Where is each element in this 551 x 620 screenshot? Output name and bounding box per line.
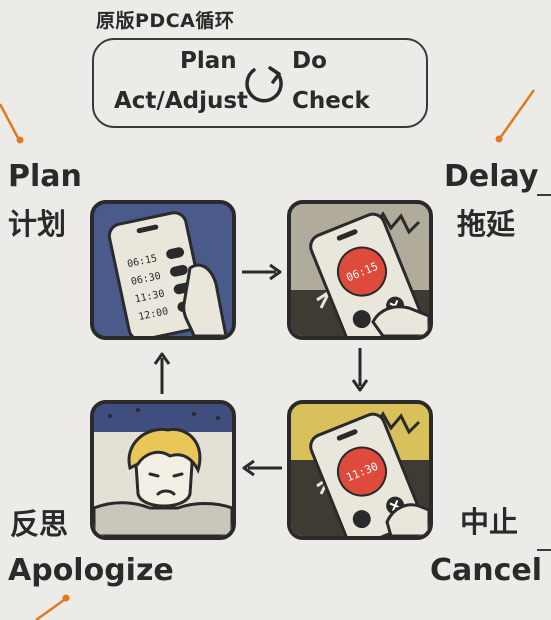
hair-icon — [127, 427, 202, 475]
plan-panel: 06:15 06:30 11:30 12:00 — [90, 200, 236, 340]
cycle-check-label: Check — [292, 88, 370, 114]
apologize-panel — [90, 400, 236, 540]
delay-phone-illustration: 06:15 — [291, 204, 429, 336]
label-apologize-cn: 反思 — [10, 507, 69, 541]
label-delay-en: Delay — [444, 159, 539, 194]
delay-panel: 06:15 — [287, 200, 433, 340]
cycle-act-label: Act/Adjust — [114, 88, 249, 114]
apologize-face-illustration — [94, 404, 232, 536]
cycle-do-label: Do — [292, 48, 327, 74]
original-pdca-box — [92, 38, 428, 128]
corner-tick-right-bottom — [537, 549, 551, 551]
label-apologize-en: Apologize — [8, 553, 174, 588]
hand-icon — [182, 263, 228, 336]
original-pdca-title: 原版PDCA循环 — [96, 10, 235, 32]
label-delay-cn: 拖延 — [457, 207, 516, 241]
arrow-apologize-to-plan — [153, 352, 171, 394]
cycle-plan-label: Plan — [180, 48, 237, 74]
label-cancel-cn: 中止 — [460, 505, 519, 539]
label-cancel-en: Cancel — [430, 553, 543, 588]
alarm-circle — [336, 446, 387, 497]
corner-tick-right-top — [537, 194, 551, 196]
toggle-1-icon — [169, 264, 188, 277]
finger-icon — [371, 305, 429, 336]
corner-line-top-right — [495, 89, 536, 143]
toggle-0-icon — [166, 247, 185, 259]
snooze-button-icon — [352, 510, 371, 529]
vibration-icon — [373, 211, 421, 235]
snooze-button-icon — [352, 310, 371, 329]
label-plan-en: Plan — [8, 159, 82, 194]
alarm-circle — [336, 246, 387, 297]
finger-icon — [385, 503, 429, 536]
arrow-cancel-to-apologize — [242, 459, 282, 477]
vibration-icon — [373, 411, 421, 435]
arrow-plan-to-delay — [242, 263, 282, 281]
cancel-phone-illustration: 11:30 — [291, 404, 429, 536]
plan-phone-illustration: 06:15 06:30 11:30 12:00 — [94, 204, 232, 336]
arrow-delay-to-cancel — [351, 348, 369, 392]
corner-line-top-left — [0, 103, 24, 144]
corner-line-bottom-left — [35, 594, 70, 620]
cycle-circle-icon — [245, 66, 283, 103]
cancel-panel: 11:30 — [287, 400, 433, 540]
label-plan-cn: 计划 — [8, 207, 67, 241]
